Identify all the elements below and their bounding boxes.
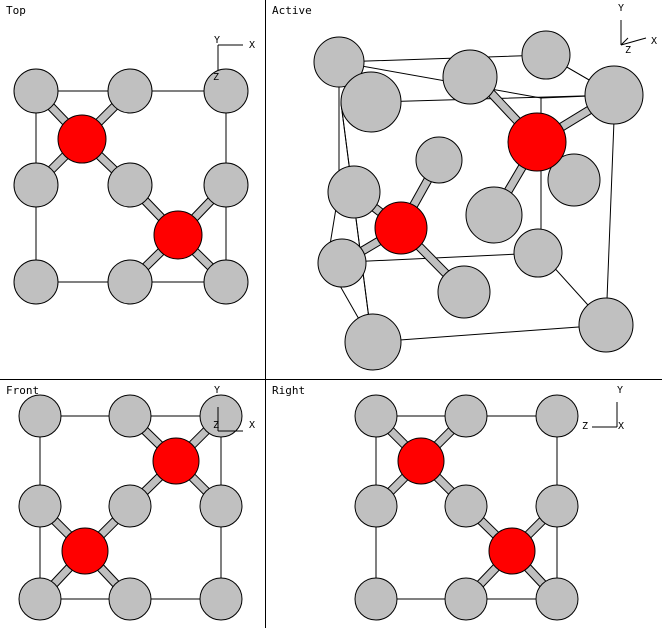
red-atoms[interactable] bbox=[61, 437, 200, 575]
axis-label-h: X bbox=[651, 36, 657, 47]
viewport-active[interactable]: Y X Z Active bbox=[266, 0, 662, 379]
viewport-label-active: Active bbox=[272, 4, 312, 17]
red-atoms[interactable] bbox=[397, 437, 536, 575]
red-atoms[interactable] bbox=[374, 112, 567, 255]
gray-atoms[interactable] bbox=[13, 68, 249, 305]
active-view-canvas[interactable]: Y X Z bbox=[266, 0, 662, 379]
viewport-label-top: Top bbox=[6, 4, 26, 17]
axis-label-v: Y bbox=[214, 385, 220, 396]
red-atoms[interactable] bbox=[57, 114, 203, 260]
axis-triad: Y X Z bbox=[213, 385, 255, 432]
viewport-front[interactable]: Y X Z Front bbox=[0, 380, 265, 628]
viewport-top[interactable]: Y X Z Top bbox=[0, 0, 265, 379]
front-view-canvas[interactable]: Y X Z bbox=[0, 380, 265, 628]
gray-atoms-front[interactable] bbox=[317, 49, 644, 371]
top-view-canvas[interactable]: Y X Z bbox=[0, 0, 265, 379]
axis-triad: Y X Z bbox=[213, 35, 255, 83]
gray-atoms[interactable] bbox=[354, 394, 579, 621]
axis-label-h: X bbox=[249, 40, 255, 51]
viewport-label-front: Front bbox=[6, 384, 40, 397]
axis-label-v: Y bbox=[617, 385, 623, 396]
axis-label-h: Z bbox=[582, 421, 588, 432]
vertical-splitter[interactable] bbox=[265, 0, 266, 628]
horizontal-splitter[interactable] bbox=[0, 379, 662, 380]
axis-label-o: Z bbox=[213, 420, 219, 431]
axis-triad: Y X Z bbox=[618, 3, 657, 56]
axis-label-v: Y bbox=[618, 3, 624, 14]
gray-atoms-back[interactable] bbox=[313, 30, 601, 278]
right-view-canvas[interactable]: Y Z X bbox=[266, 380, 662, 628]
gray-atoms[interactable] bbox=[18, 394, 243, 621]
axis-triad: Y Z X bbox=[582, 385, 624, 432]
axis-label-v: Y bbox=[214, 35, 220, 46]
viewport-right[interactable]: Y Z X Right bbox=[266, 380, 662, 628]
axis-label-o: Z bbox=[625, 45, 631, 56]
axis-label-o: Z bbox=[213, 72, 219, 83]
viewport-label-right: Right bbox=[272, 384, 306, 397]
axis-label-h: X bbox=[249, 420, 255, 431]
axis-label-o: X bbox=[618, 421, 624, 432]
